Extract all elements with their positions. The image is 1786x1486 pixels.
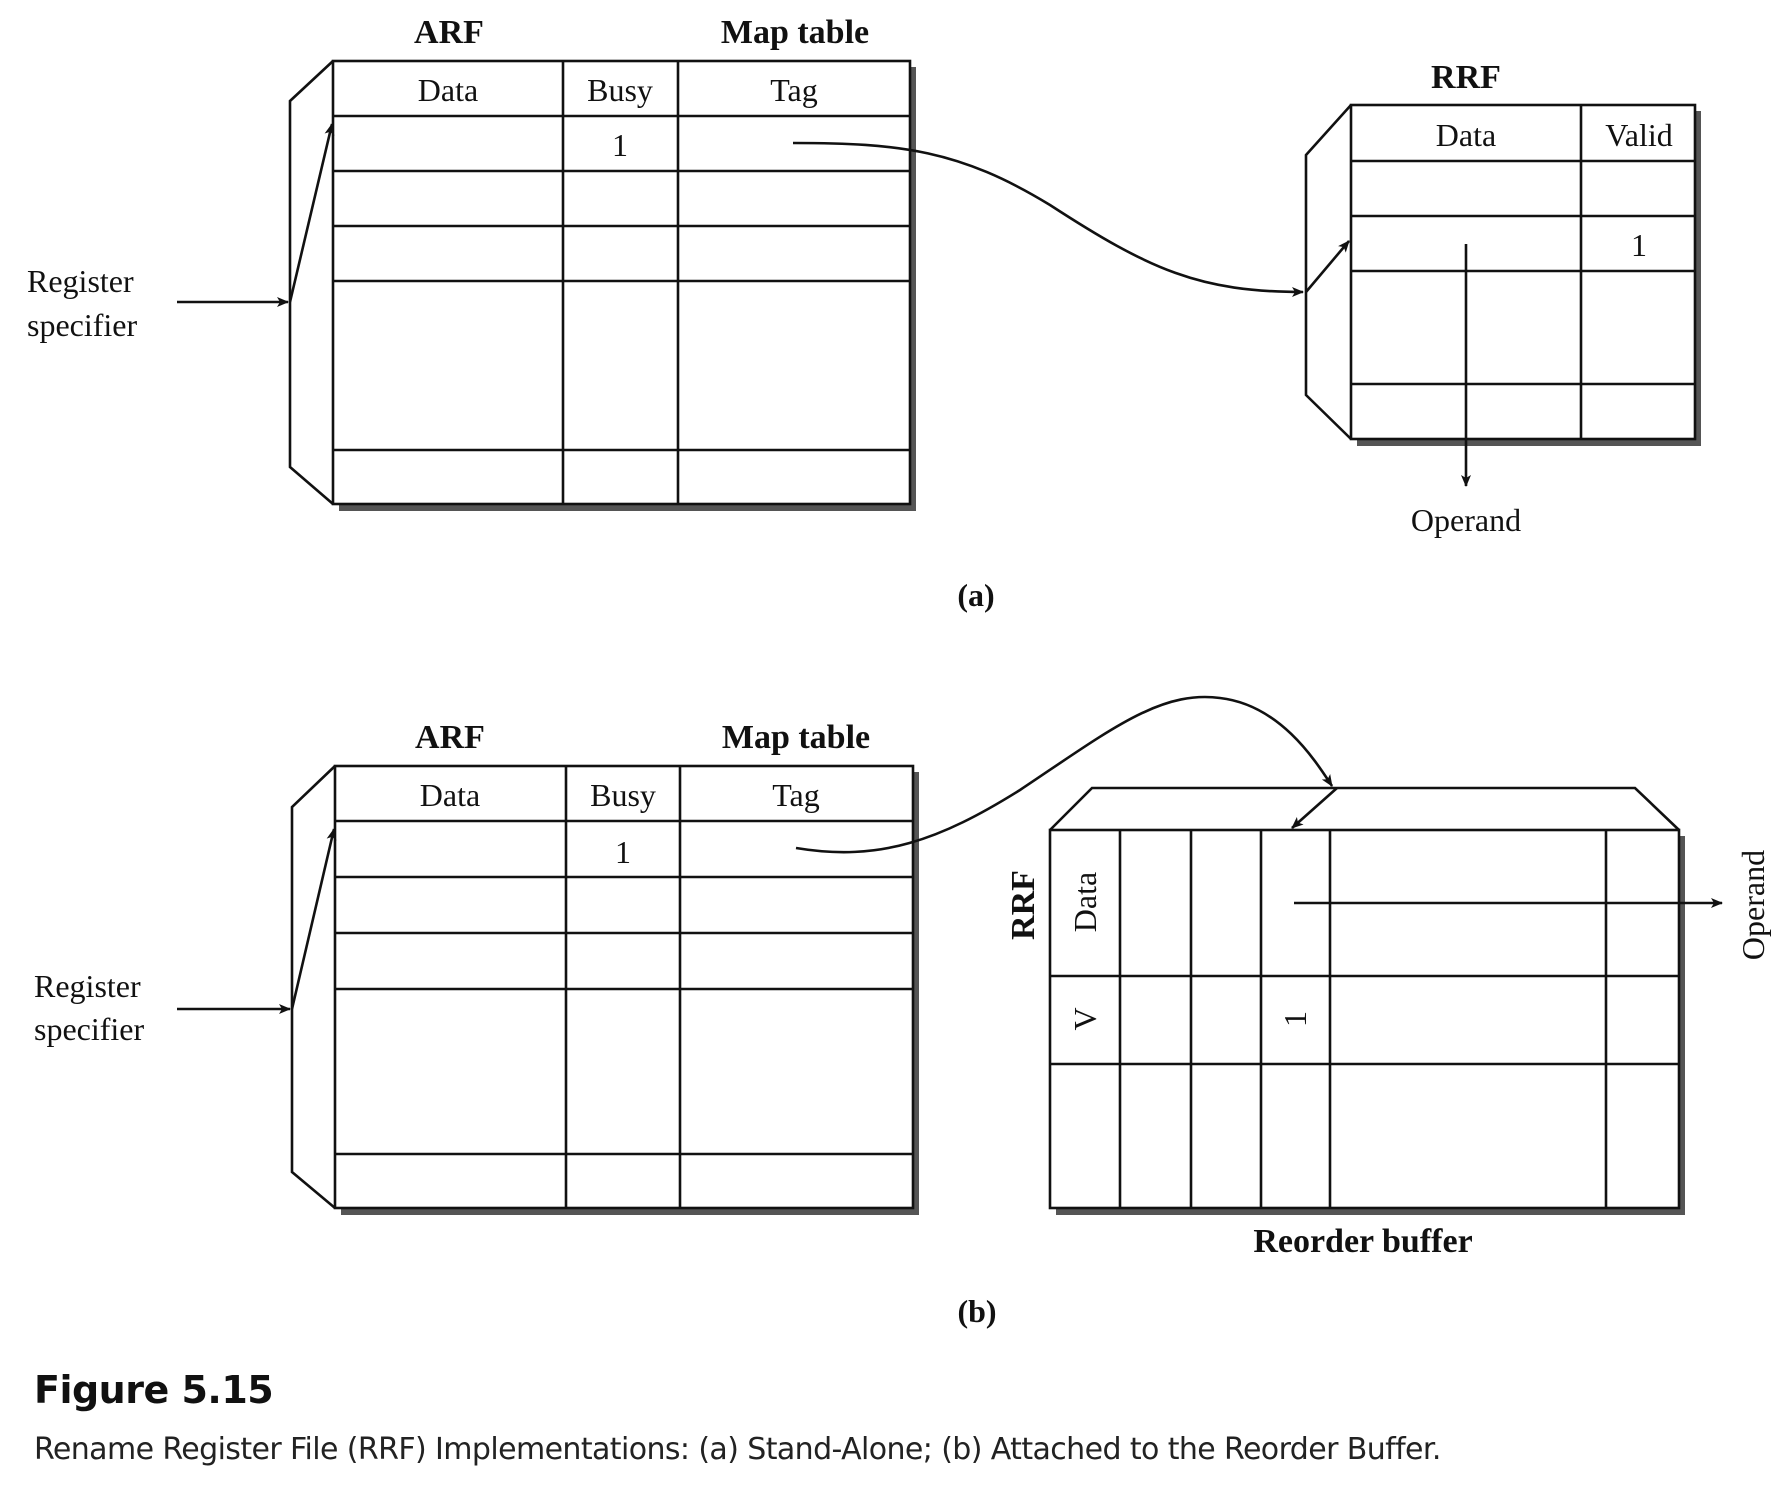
table-border (331, 59, 912, 506)
rrf-label: RRF (1431, 59, 1501, 96)
table-shadow-bottom (1056, 1208, 1685, 1215)
register-specifier-label: Register (34, 968, 141, 1004)
arf-table: Data Busy Tag 1 (288, 59, 916, 511)
register-specifier-label: Register (27, 263, 134, 299)
column-header-data: Data (1436, 117, 1496, 153)
rob-index-arrow (1291, 787, 1338, 829)
valid-bit-value: 1 (1277, 1011, 1313, 1027)
map-table-label: Map table (722, 719, 870, 756)
table-border (333, 764, 915, 1210)
arf-table: Data Busy Tag 1 (290, 764, 919, 1215)
table-shadow-bottom (1357, 439, 1701, 446)
table-shadow-bottom (339, 504, 916, 511)
column-header-data: Data (420, 777, 480, 813)
reorder-buffer-label: Reorder buffer (1253, 1223, 1472, 1260)
panel-label-a: (a) (957, 577, 994, 613)
table-border (1048, 828, 1681, 1210)
busy-bit-value: 1 (612, 127, 628, 163)
operand-label: Operand (1735, 850, 1771, 960)
table-top-bevel (1049, 786, 1680, 831)
operand-label: Operand (1411, 502, 1521, 538)
rrf-index-arrow (1305, 240, 1350, 293)
column-header-data: Data (418, 72, 478, 108)
index-arrow (290, 828, 337, 1010)
column-header-valid: Valid (1605, 117, 1673, 153)
arf-label: ARF (415, 719, 485, 756)
map-table-label: Map table (721, 14, 869, 51)
figure-title: Figure 5.15 (34, 1368, 274, 1412)
panel-a: ARF Map table Data Busy Tag 1 Register s… (27, 14, 1701, 613)
valid-bit-value: 1 (1631, 227, 1647, 263)
table-shadow-right (913, 772, 919, 1215)
reorder-buffer: Data V 1 (1048, 786, 1685, 1215)
column-header-tag: Tag (770, 72, 818, 108)
column-header-busy: Busy (587, 72, 653, 108)
table-shadow-bottom (341, 1208, 919, 1215)
table-side-bevel (288, 60, 334, 505)
busy-bit-value: 1 (615, 834, 631, 870)
column-header-busy: Busy (590, 777, 656, 813)
register-specifier-label: specifier (34, 1011, 145, 1047)
index-arrow (288, 123, 335, 303)
row-header-valid: V (1067, 1007, 1103, 1030)
table-shadow-right (1695, 111, 1701, 446)
register-specifier-label: specifier (27, 307, 138, 343)
table-side-bevel (1304, 104, 1352, 440)
row-header-data: Data (1067, 872, 1103, 932)
panel-label-b: (b) (957, 1293, 996, 1329)
figure-caption: Rename Register File (RRF) Implementatio… (34, 1432, 1441, 1467)
table-side-bevel (290, 765, 336, 1209)
tag-pointer-arrow (795, 695, 1334, 854)
panel-b: ARF Map table Data Busy Tag 1 Register s… (34, 695, 1771, 1329)
column-header-tag: Tag (772, 777, 820, 813)
rrf-label: RRF (1005, 870, 1042, 940)
rrf-table: Data Valid 1 (1304, 103, 1701, 446)
arf-label: ARF (414, 14, 484, 51)
table-shadow-right (910, 67, 916, 511)
tag-pointer-arrow (792, 141, 1304, 297)
table-shadow-right (1679, 836, 1685, 1215)
